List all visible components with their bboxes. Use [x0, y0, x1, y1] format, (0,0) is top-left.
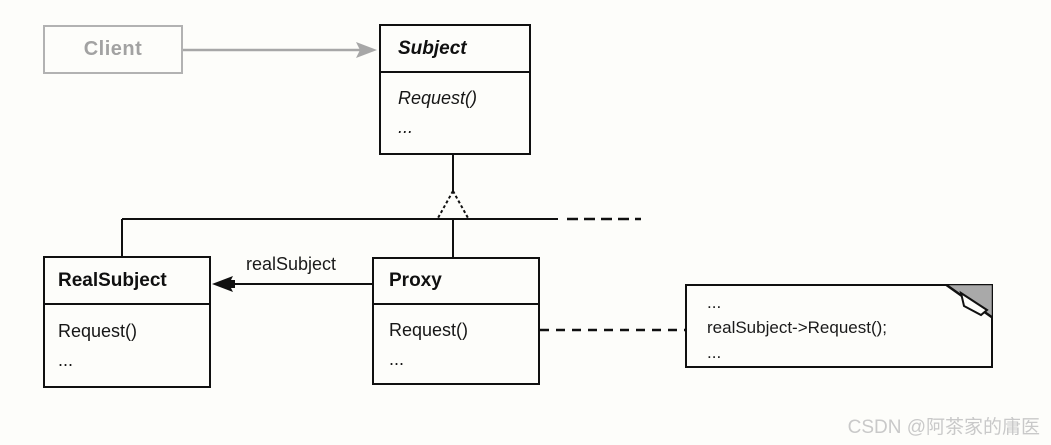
class-name-realsubject: RealSubject	[58, 269, 167, 291]
method-subject-request: Request()	[398, 88, 478, 108]
class-name-proxy: Proxy	[389, 270, 442, 291]
method-proxy-ellipsis: ...	[389, 349, 405, 369]
method-realsubject-ellipsis: ...	[58, 350, 74, 370]
class-box-client: Client	[43, 25, 183, 74]
note-box: ... realSubject->Request(); ...	[685, 284, 993, 368]
class-box-realsubject: RealSubject Request() ...	[43, 256, 211, 388]
class-box-proxy: Proxy Request() ...	[372, 257, 540, 385]
method-subject-ellipsis: ...	[398, 117, 414, 137]
proxy-realsubject-arrow	[212, 276, 372, 292]
association-label-realsubject: realSubject	[246, 254, 337, 274]
note-line-code: realSubject->Request();	[707, 318, 888, 337]
class-name-subject: Subject	[398, 37, 467, 59]
note-line-ellipsis-top: ...	[707, 293, 722, 312]
client-subject-arrow	[183, 42, 377, 58]
class-name-client: Client	[83, 38, 143, 60]
method-proxy-request: Request()	[389, 320, 469, 340]
note-line-ellipsis-bottom: ...	[707, 343, 722, 362]
gray-arrowhead-icon	[356, 42, 377, 58]
csdn-watermark: CSDN @阿茶家的庸医	[847, 417, 1040, 438]
class-box-subject: Subject Request() ...	[379, 24, 531, 155]
method-realsubject-request: Request()	[58, 321, 138, 341]
note-fold-corner-icon	[945, 284, 993, 318]
inheritance-triangle-icon	[437, 190, 469, 219]
